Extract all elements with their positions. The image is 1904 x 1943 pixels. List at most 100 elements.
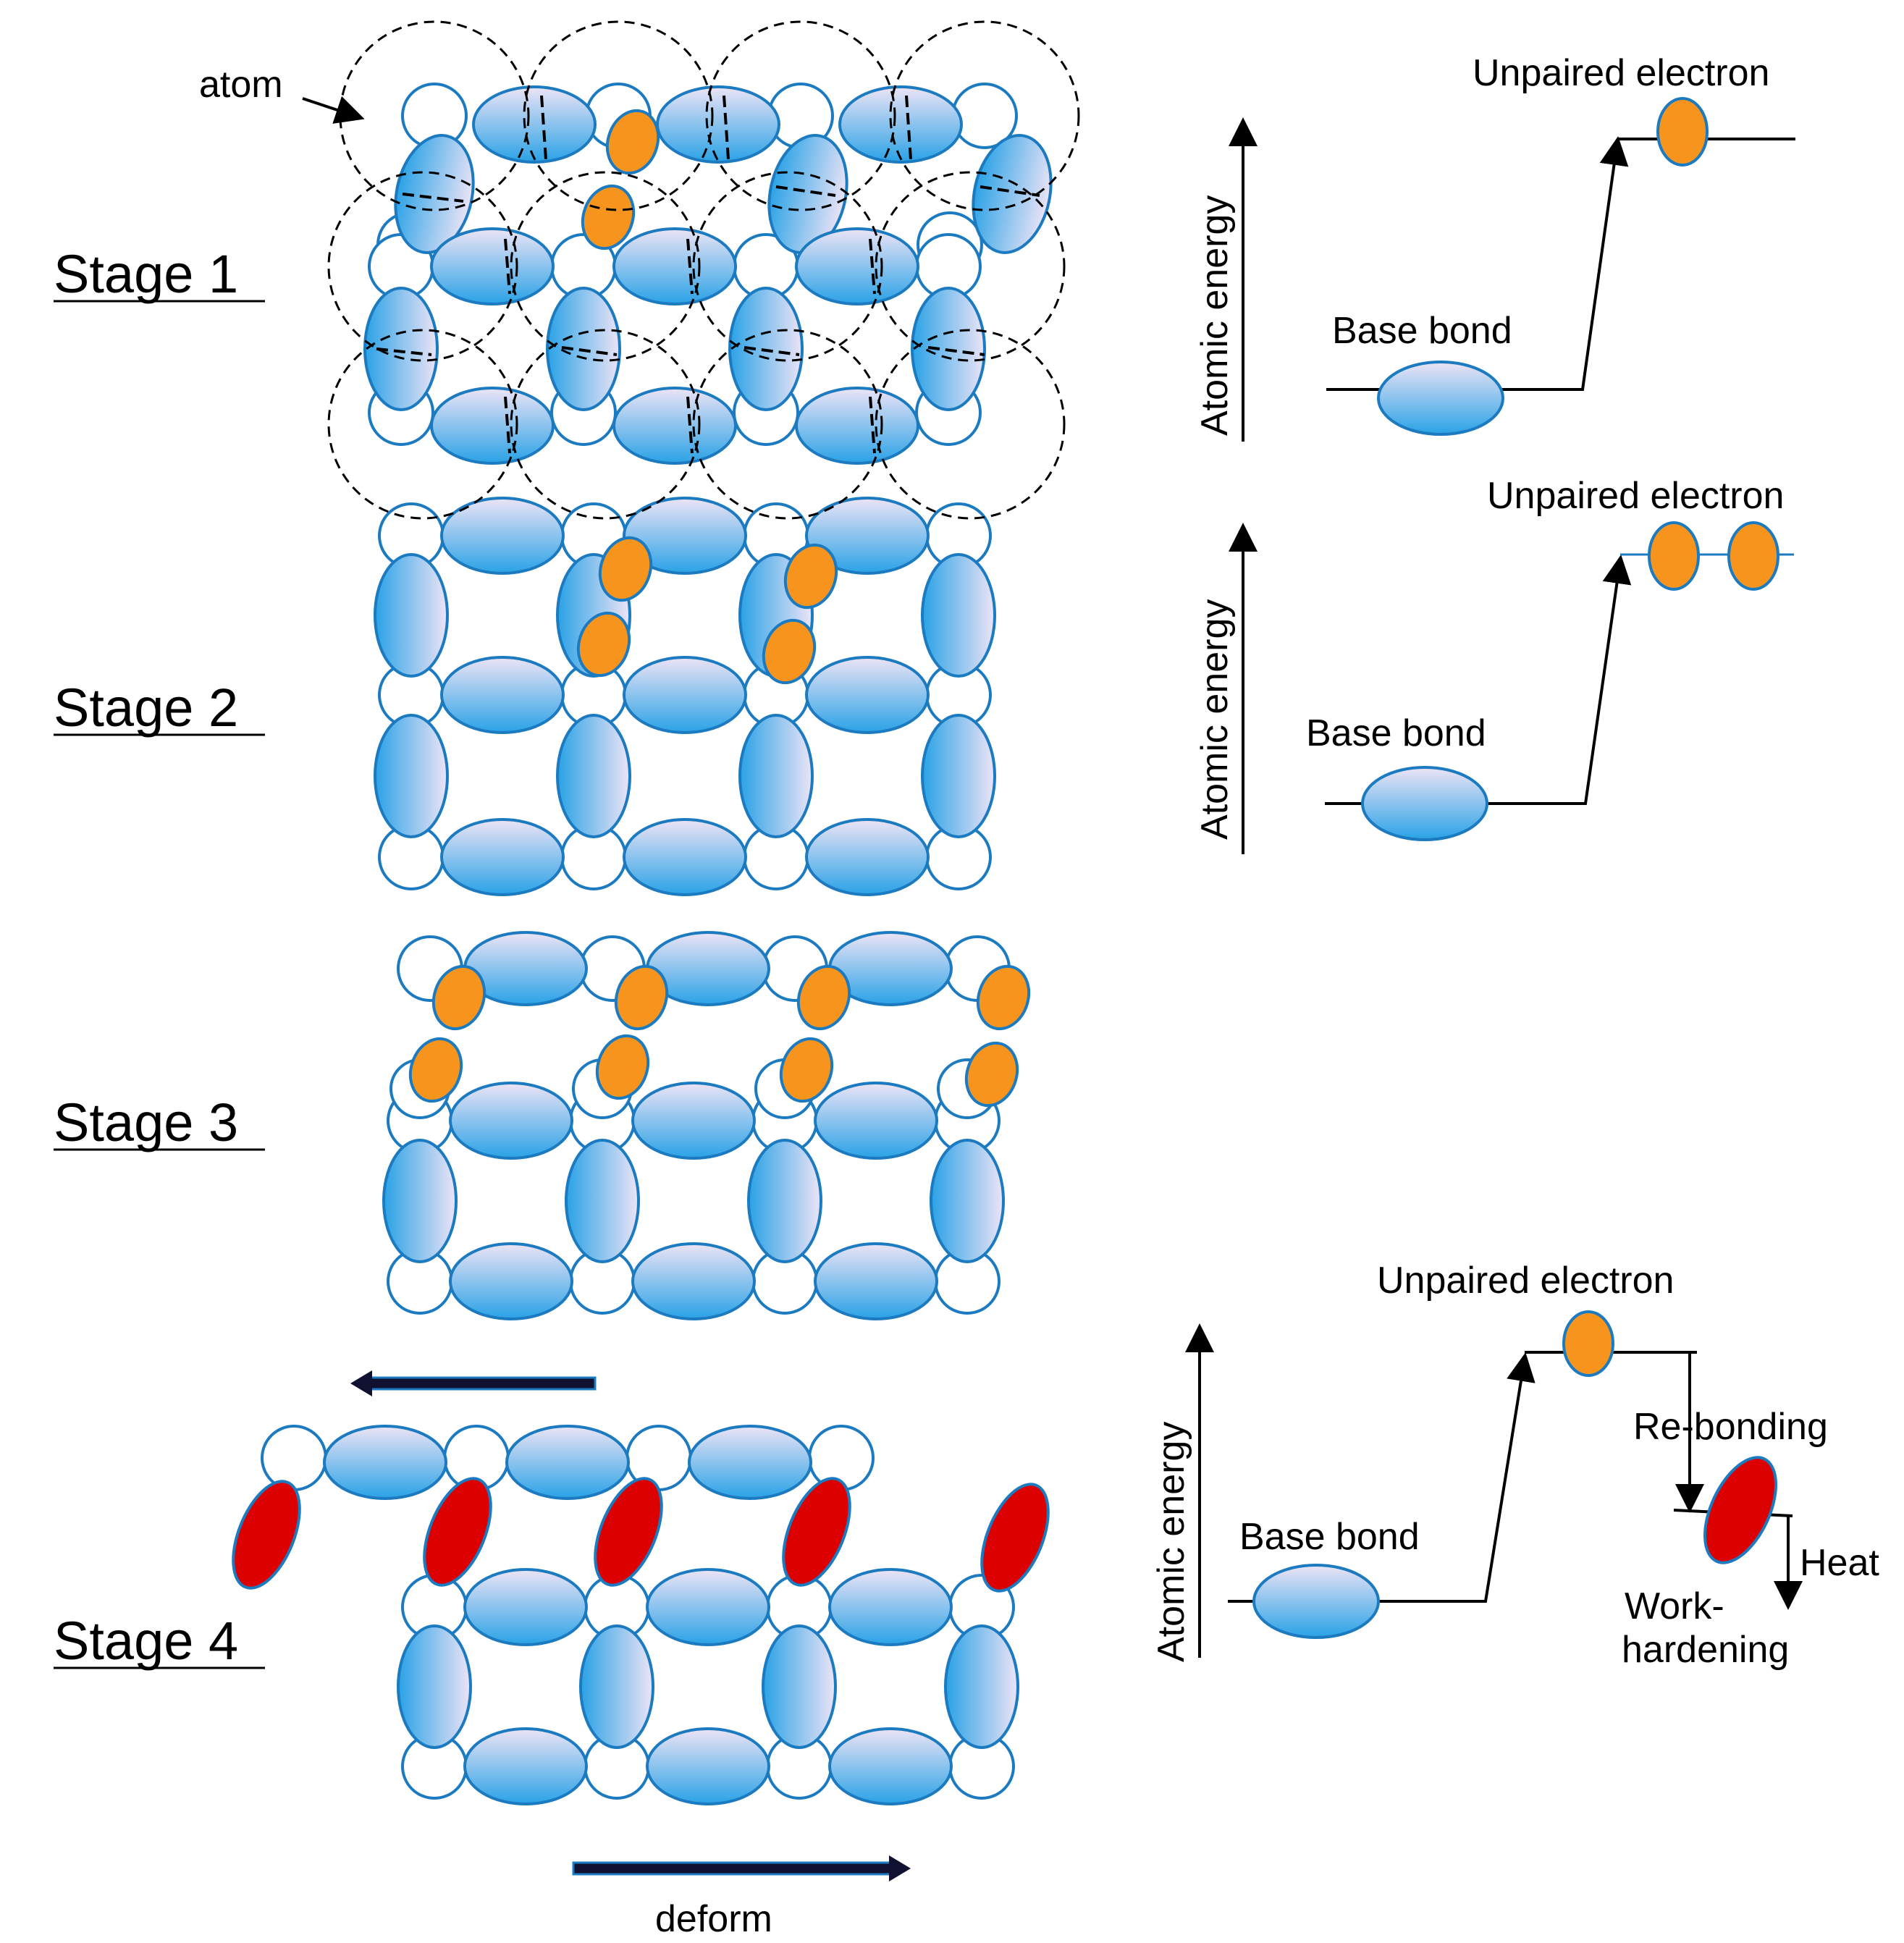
bond-ellipse <box>646 1568 770 1646</box>
energy-path-1 <box>1326 136 1629 391</box>
bond-boundary-segment <box>376 347 432 356</box>
workhardening-label-line2: hardening <box>1622 1629 1789 1671</box>
bond-ellipse <box>688 1425 812 1500</box>
energy-path-2 <box>1325 555 1632 805</box>
atom-boundary-dashed-circle <box>705 20 896 211</box>
bond-ellipse <box>747 1139 822 1263</box>
atom-boundary-dashed-circle <box>327 171 518 362</box>
bond-boundary-segment <box>869 238 876 295</box>
rebonded-bond <box>594 1477 663 1587</box>
rebonded-bond <box>423 1477 492 1587</box>
atom-circle <box>261 1425 327 1491</box>
bond-ellipse <box>449 1242 573 1320</box>
base-bond-ellipse-2 <box>1361 766 1488 841</box>
atom-boundary-dashed-circle <box>692 329 883 520</box>
unpaired-electron <box>783 543 838 610</box>
bond-ellipse <box>631 1082 756 1160</box>
unpaired-label-2: Unpaired electron <box>1487 475 1784 517</box>
energy-axis-1-label: Atomic energy <box>1194 195 1236 436</box>
bond-ellipse <box>944 1624 1019 1749</box>
stage-2-label: Stage 2 <box>54 678 238 738</box>
bond-ellipse <box>921 553 996 678</box>
bond-ellipse <box>397 1624 472 1749</box>
unpaired-electron-3 <box>1562 1310 1614 1377</box>
rebonded-bond <box>232 1480 301 1590</box>
bond-boundary-segment <box>723 95 730 160</box>
base-bond-ellipse-3 <box>1252 1564 1380 1639</box>
base-bond-label-2: Base bond <box>1306 712 1486 754</box>
atom-boundary-circles <box>327 20 1080 520</box>
bond-boundary-segment <box>540 95 547 160</box>
bond-ellipse <box>323 1425 447 1500</box>
energy-diagram-3: Atomic energy Base bond Unpaired electro… <box>1150 1260 1879 1671</box>
atom-boundary-dashed-circle <box>692 171 883 362</box>
atom-boundary-dashed-circle <box>327 329 518 520</box>
bond-ellipse <box>363 287 439 411</box>
bond-ellipse <box>430 387 555 465</box>
bond-boundary-segment <box>686 396 694 454</box>
base-bond-label-1: Base bond <box>1332 310 1512 352</box>
rebonded-bond-ellipse <box>1703 1456 1777 1564</box>
rebonded-bond <box>980 1483 1050 1593</box>
atom-boundary-dashed-circle <box>339 20 530 211</box>
base-bond-ellipse-1 <box>1377 361 1504 436</box>
bond-ellipse <box>374 714 449 838</box>
bond-ellipse <box>972 134 1053 254</box>
bond-boundary-segment <box>905 95 912 160</box>
bond-ellipse <box>463 1568 588 1646</box>
unpaired-electron <box>576 611 631 678</box>
bond-ellipse <box>656 85 780 164</box>
bond-ellipse <box>463 1727 588 1805</box>
heat-label: Heat <box>1800 1542 1879 1584</box>
bond-ellipse <box>565 1139 640 1263</box>
energy-path-3 <box>1228 1352 1536 1603</box>
deform-label: deform <box>655 1898 772 1940</box>
bond-boundary-segment <box>927 346 985 356</box>
energy-diagram-1: Atomic energy Base bond Unpaired electro… <box>1194 52 1795 442</box>
bond-boundary-segment <box>561 346 618 356</box>
bond-ellipse <box>795 227 919 305</box>
unpaired-electron <box>976 964 1031 1031</box>
bond-ellipse <box>623 497 747 575</box>
rebonding-label: Re-bonding <box>1633 1406 1828 1448</box>
bond-ellipse <box>795 387 919 465</box>
bond-boundary-segment <box>869 396 876 454</box>
unpaired-electron-1 <box>1656 97 1709 167</box>
bond-ellipse <box>814 1082 938 1160</box>
bond-ellipse <box>814 1242 938 1320</box>
stage-4-label: Stage 4 <box>54 1611 238 1671</box>
bond-ellipses <box>323 85 1053 1805</box>
bond-boundary-segment <box>504 396 511 454</box>
bond-ellipse <box>738 714 814 838</box>
bond-ellipse <box>374 553 449 678</box>
unpaired-electron <box>431 964 486 1031</box>
energy-axis-2-label: Atomic energy <box>1194 599 1236 840</box>
atom-pointer-arrow <box>302 96 365 124</box>
rebonded-bond <box>782 1477 851 1587</box>
deform-arrow-right <box>572 1855 911 1881</box>
bond-ellipse <box>767 134 848 254</box>
bond-ellipse <box>646 1727 770 1805</box>
bond-ellipse <box>430 227 555 305</box>
bond-ellipse <box>472 85 597 164</box>
bond-ellipse <box>440 497 565 575</box>
bond-boundary-segment <box>980 185 1040 197</box>
atom-boundary-dashed-circle <box>523 20 714 211</box>
unpaired-electron <box>762 618 817 685</box>
unpaired-electron <box>595 1034 650 1100</box>
bond-ellipse <box>623 818 747 896</box>
bond-ellipse <box>440 656 565 734</box>
atom-callout: atom <box>199 64 365 124</box>
bond-boundary-segment <box>744 346 800 356</box>
bond-ellipse <box>805 656 930 734</box>
atom-boundary-dashed-circle <box>875 329 1066 520</box>
base-bond-label-3: Base bond <box>1239 1516 1420 1558</box>
bond-boundary-segment <box>402 193 464 203</box>
stage-labels: Stage 1 Stage 2 Stage 3 Stage 4 <box>54 244 265 1671</box>
bond-ellipse <box>930 1139 1005 1263</box>
bond-ellipse <box>805 818 930 896</box>
unpaired-electron <box>779 1037 834 1103</box>
bond-ellipse <box>623 656 747 734</box>
unpaired-electron <box>581 184 636 250</box>
